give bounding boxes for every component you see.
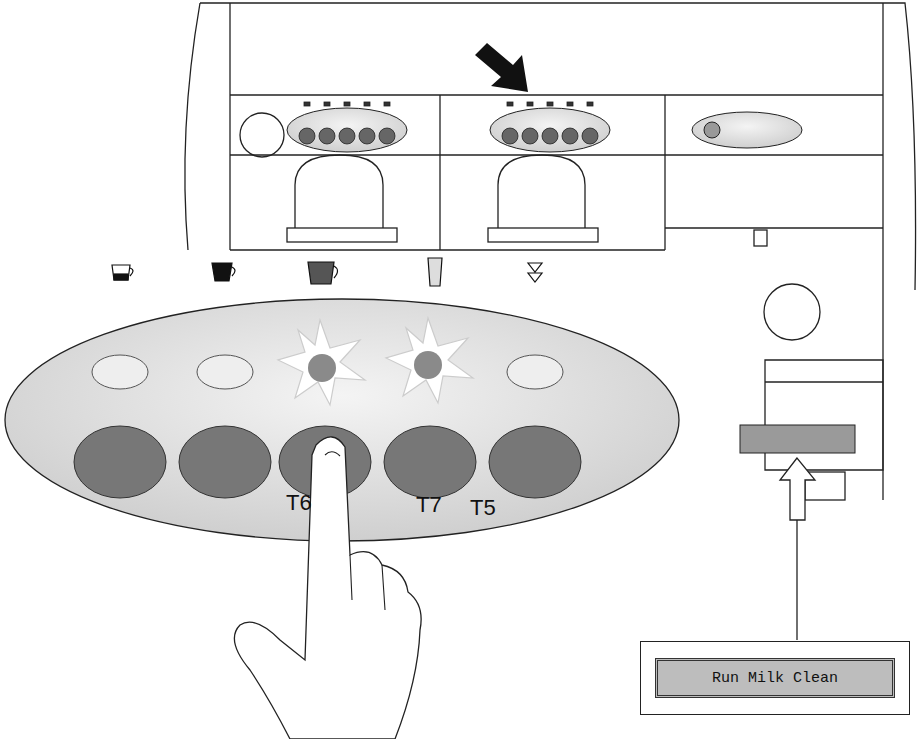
panel-icon [547, 102, 553, 106]
button-label: T6 [286, 492, 312, 514]
panel-icon [344, 102, 350, 106]
panel-icon [384, 102, 390, 106]
panel-icon [507, 102, 513, 106]
panel-icon [324, 102, 330, 106]
panel-icon [527, 102, 533, 106]
panel-button [359, 128, 375, 144]
display-text: Run Milk Clean [712, 670, 838, 687]
panel-button [582, 128, 598, 144]
panel-button [502, 128, 518, 144]
panel-button [379, 128, 395, 144]
panel-button [562, 128, 578, 144]
button-label: T5 [470, 497, 496, 519]
button-label: T7 [416, 494, 442, 516]
panel-icon [587, 102, 593, 106]
panel-icon [304, 102, 310, 106]
display-screen: Run Milk Clean [655, 658, 895, 698]
display-callout: Run Milk Clean [640, 641, 910, 715]
panel-icon [364, 102, 370, 106]
panel-icon [567, 102, 573, 106]
panel-button [339, 128, 355, 144]
panel-button [522, 128, 538, 144]
panel-button [319, 128, 335, 144]
panel-button [542, 128, 558, 144]
panel-button [299, 128, 315, 144]
